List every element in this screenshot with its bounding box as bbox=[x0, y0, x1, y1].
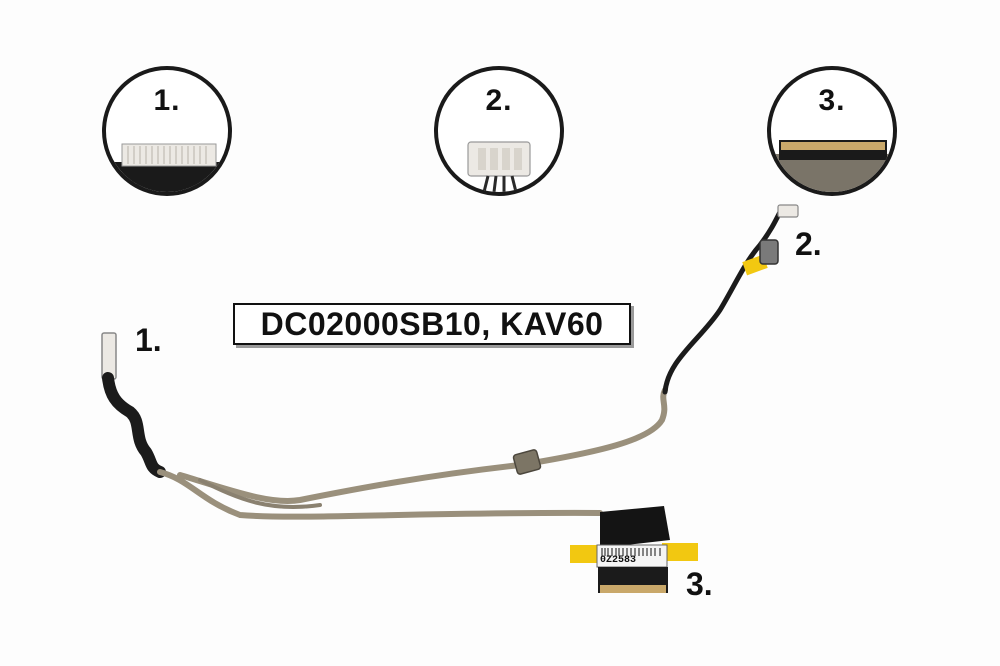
detail-number-2: 2. bbox=[485, 84, 513, 117]
callout-2: 2. bbox=[795, 226, 822, 262]
connector-2-shape bbox=[777, 204, 799, 218]
connector-3-pins bbox=[600, 585, 666, 593]
detail-circle-3: 3. bbox=[767, 66, 897, 196]
cable-segment-gray-loop bbox=[177, 387, 668, 504]
detail-circle-2: 2. bbox=[434, 66, 564, 196]
board-connector-icon bbox=[771, 140, 893, 192]
cable-segment-black-left bbox=[102, 372, 166, 478]
detail-number-3: 3. bbox=[818, 84, 846, 117]
cable-segment-gray-lower bbox=[157, 469, 603, 520]
part-number-label: DC02000SB10, KAV60 bbox=[233, 303, 631, 345]
ferrite-clip bbox=[512, 449, 542, 475]
lcd-connector-icon bbox=[106, 143, 228, 192]
tape-lower-right bbox=[662, 543, 698, 561]
callout-1: 1. bbox=[135, 322, 162, 358]
callout-3: 3. bbox=[686, 566, 713, 602]
sticker-code: 0Z2583 bbox=[600, 555, 637, 566]
barcode bbox=[601, 548, 661, 556]
connector-3-flat-cable bbox=[600, 506, 670, 548]
webcam-connector-icon bbox=[467, 141, 531, 192]
cable-segment-gray-inner bbox=[198, 478, 322, 509]
detail-circle-1: 1. bbox=[102, 66, 232, 196]
detail-number-1: 1. bbox=[153, 84, 181, 117]
cable-segment-black-right bbox=[662, 209, 783, 395]
webcam-block bbox=[759, 239, 779, 265]
